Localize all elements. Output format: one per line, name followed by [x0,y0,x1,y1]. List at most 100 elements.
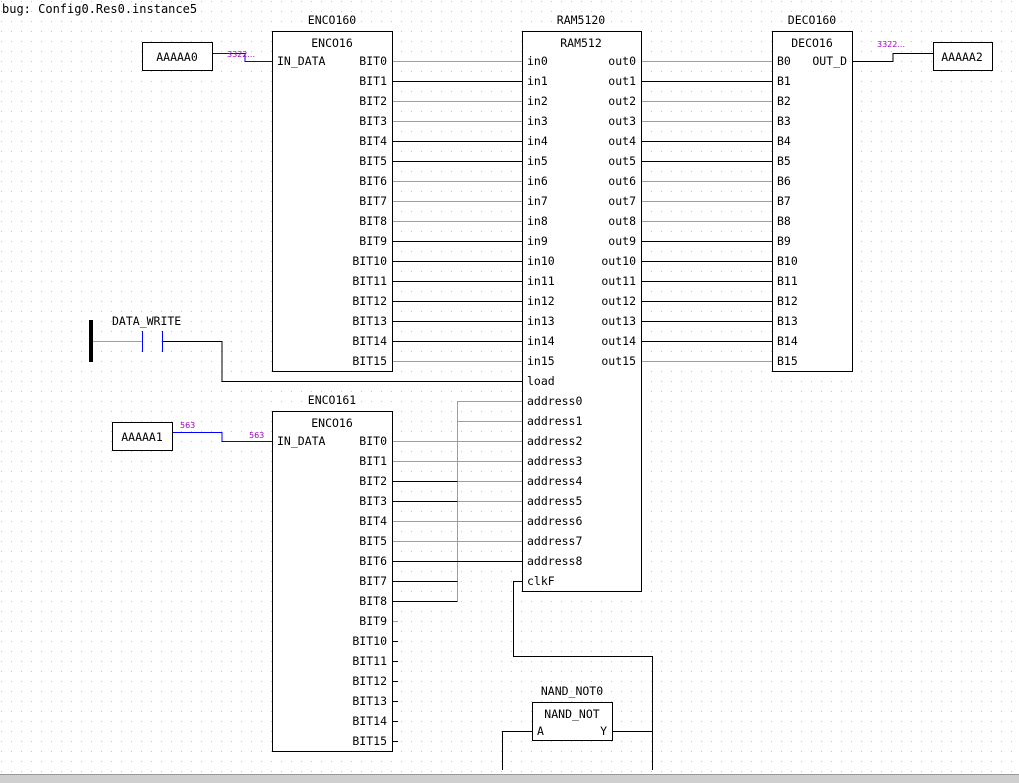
ram5120-pin-address4: address4 [527,474,582,488]
enco161-pin-bit10: BIT10 [352,634,387,648]
deco160-pin-b10: B10 [777,254,798,268]
ram5120-pin-clkf: clkF [527,574,555,588]
ram5120-pin-out3: out3 [608,114,636,128]
enco160-pin-bit7: BIT7 [359,194,387,208]
ram5120-pin-in3: in3 [527,114,548,128]
ram5120-pin-in14: in14 [527,334,555,348]
enco161-type-label: ENCO16 [311,416,353,430]
ram5120-pin-address7: address7 [527,534,582,548]
ram5120-pin-in12: in12 [527,294,555,308]
ram5120-pin-in4: in4 [527,134,548,148]
deco160-block[interactable] [772,31,853,372]
deco160-pin-b7: B7 [777,194,791,208]
enco161-pin-bit8: BIT8 [359,594,387,608]
ram5120-pin-out1: out1 [608,74,636,88]
deco160-pin-b3: B3 [777,114,791,128]
ram5120-pin-out7: out7 [608,194,636,208]
enco161-pin-bit0: BIT0 [359,434,387,448]
horizontal-scrollbar[interactable] [0,774,1019,783]
deco160-pin-b5: B5 [777,154,791,168]
variable-aaaaa2[interactable] [933,42,993,71]
variable-aaaaa1-label: AAAAA1 [121,430,163,444]
enco161-pin-bit9: BIT9 [359,614,387,628]
ram5120-pin-in0: in0 [527,54,548,68]
nand-not0-block[interactable] [532,702,613,741]
value-aaaaa2: 3322... [877,40,905,49]
deco160-pin-b13: B13 [777,314,798,328]
ram5120-pin-out15: out15 [601,354,636,368]
ram5120-block[interactable] [522,31,642,592]
enco160-block[interactable] [272,31,393,372]
enco160-pin-bit6: BIT6 [359,174,387,188]
enco160-in-data-pin: IN_DATA [277,54,326,68]
variable-aaaaa0[interactable] [142,42,213,71]
blocks [112,31,993,752]
ram5120-type-label: RAM512 [560,36,602,50]
value-aaaaa1-left: 563 [180,421,195,430]
deco160-pin-b11: B11 [777,274,798,288]
deco160-pin-b1: B1 [777,74,791,88]
ram5120-pin-out0: out0 [608,54,636,68]
nand-not0-instance-label: NAND_NOT0 [541,684,603,698]
deco160-pin-b6: B6 [777,174,791,188]
ram5120-pin-out9: out9 [608,234,636,248]
ram5120-pin-address8: address8 [527,554,582,568]
ram5120-pin-in8: in8 [527,214,548,228]
variable-aaaaa0-label: AAAAA0 [156,50,198,64]
nand-not0-type-label: NAND_NOT [544,707,599,721]
enco161-pin-bit15: BIT15 [352,734,387,748]
enco161-pin-bit4: BIT4 [359,514,387,528]
ram5120-pin-out10: out10 [601,254,636,268]
deco160-instance-label: DECO160 [788,13,837,27]
deco160-pin-b0: B0 [777,54,791,68]
deco160-type-label: DECO16 [791,36,833,50]
enco161-pin-bit1: BIT1 [359,454,387,468]
ram5120-pin-address0: address0 [527,394,582,408]
ram5120-pin-in2: in2 [527,94,548,108]
value-aaaaa0: 3322... [227,50,255,59]
deco160-pin-b2: B2 [777,94,791,108]
wire-nand-a-input [502,731,532,770]
enco160-pin-bit8: BIT8 [359,214,387,228]
enco161-pin-bit7: BIT7 [359,574,387,588]
deco160-out-d-pin: OUT_D [812,54,847,68]
enco160-pin-bit2: BIT2 [359,94,387,108]
enco161-instance-label: ENCO161 [308,393,357,407]
enco160-pin-bit11: BIT11 [352,274,387,288]
enco161-block[interactable] [272,411,393,752]
ram5120-pin-in9: in9 [527,234,548,248]
variable-aaaaa2-label: AAAAA2 [941,50,983,64]
enco160-pin-bit5: BIT5 [359,154,387,168]
ram5120-instance-label: RAM5120 [557,13,606,27]
wire-contact-to-ram-load [163,341,522,382]
ram5120-pin-out4: out4 [608,134,636,148]
wires [89,53,933,770]
enco161-pin-bit2: BIT2 [359,474,387,488]
value-aaaaa1-right: 563 [249,431,264,440]
deco160-pin-b8: B8 [777,214,791,228]
deco160-pin-b4: B4 [777,134,791,148]
deco160-pin-b9: B9 [777,234,791,248]
wire-deco160-to-aaaaa2 [852,53,933,62]
ram5120-pin-in1: in1 [527,74,548,88]
enco160-pin-bit10: BIT10 [352,254,387,268]
contact-data-write-label: DATA_WRITE [112,314,181,328]
ram5120-pin-in6: in6 [527,174,548,188]
enco160-pin-bit9: BIT9 [359,234,387,248]
ram5120-pin-address6: address6 [527,514,582,528]
ram5120-pin-load: load [527,374,555,388]
enco160-pin-bit12: BIT12 [352,294,387,308]
enco160-type-label: ENCO16 [311,36,353,50]
ram5120-pin-address1: address1 [527,414,582,428]
variable-aaaaa1[interactable] [112,422,173,451]
ram5120-pin-in15: in15 [527,354,555,368]
enco161-pin-bit11: BIT11 [352,654,387,668]
enco160-pin-bit0: BIT0 [359,54,387,68]
enco160-pin-bit14: BIT14 [352,334,387,348]
deco160-pin-b15: B15 [777,354,798,368]
enco161-pin-bit14: BIT14 [352,714,387,728]
nand-not0-pin-y: Y [600,724,607,738]
diagram-title: bug: Config0.Res0.instance5 [2,2,198,16]
